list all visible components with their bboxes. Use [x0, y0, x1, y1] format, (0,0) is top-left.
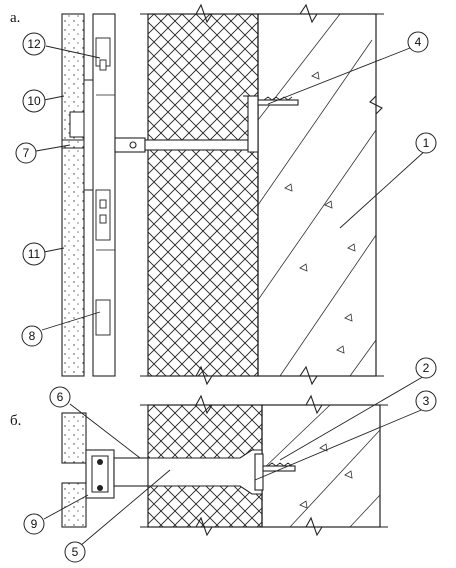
callout-8: 8 — [21, 325, 43, 347]
callout-10: 10 — [22, 89, 46, 113]
callout-3-number: 3 — [423, 394, 430, 408]
concrete-wall-a — [257, 13, 377, 377]
callout-2-number: 2 — [423, 361, 430, 375]
callout-5: 5 — [64, 541, 86, 563]
callout-1-number: 1 — [423, 136, 430, 150]
callout-4-number: 4 — [415, 35, 422, 49]
insulation-layer-a — [147, 13, 259, 377]
callout-leaders — [35, 45, 427, 547]
callout-6-number: 6 — [57, 390, 64, 404]
break-marks-a — [140, 3, 384, 386]
break-marks-b — [140, 394, 388, 537]
callout-3: 3 — [415, 390, 437, 412]
callout-6: 6 — [49, 386, 71, 408]
section-label-a: а. — [10, 10, 20, 26]
callout-2: 2 — [415, 357, 437, 379]
callout-4: 4 — [407, 31, 429, 53]
callout-10-number: 10 — [27, 94, 41, 108]
cladding-panels-a — [61, 13, 116, 377]
callout-12-number: 12 — [27, 37, 41, 51]
section-label-b: б. — [10, 413, 21, 429]
cladding-panels-b — [61, 412, 115, 528]
callout-1: 1 — [415, 132, 437, 154]
bracket-assembly-a — [114, 95, 299, 153]
callout-9-number: 9 — [31, 517, 38, 531]
callout-5-number: 5 — [72, 545, 79, 559]
callout-11: 11 — [22, 242, 46, 266]
callout-12: 12 — [22, 32, 46, 56]
callout-8-number: 8 — [29, 329, 36, 343]
callout-9: 9 — [23, 513, 45, 535]
callout-7-number: 7 — [23, 146, 30, 160]
callout-11-number: 11 — [28, 247, 41, 261]
callout-7: 7 — [15, 142, 37, 164]
dowel-assembly-b — [113, 449, 296, 495]
